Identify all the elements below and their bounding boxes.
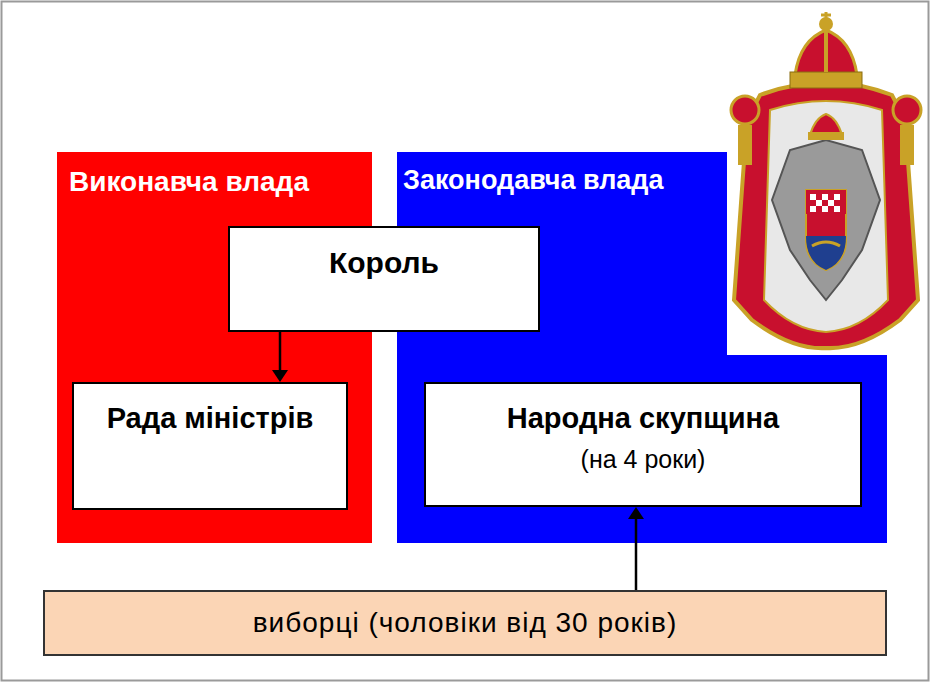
text-box: Рада міністрів (72, 382, 348, 510)
band-fill (397, 152, 887, 543)
text-box: Король (228, 226, 540, 332)
box-label: Виконавча влада (57, 152, 372, 211)
box-label: Законодавча влада (397, 152, 887, 210)
box-label: Король (329, 244, 439, 282)
power-band: Законодавча владаНародна скупщина (на 4 р… (397, 152, 887, 543)
text-box: виборці (чоловіки від 30 років) (43, 590, 887, 656)
connector-line (279, 332, 282, 372)
box-note: (на 4 роки) (581, 444, 706, 475)
box-label: виборці (чоловіки від 30 років) (253, 605, 678, 640)
connector-line (635, 517, 638, 590)
power-band: Виконавча владаРада міністрів (57, 152, 372, 543)
box-label: Рада міністрів (107, 400, 314, 436)
box-label: Народна скупщина (507, 400, 779, 436)
text-box: Народна скупщина (на 4 роки) (424, 382, 862, 507)
